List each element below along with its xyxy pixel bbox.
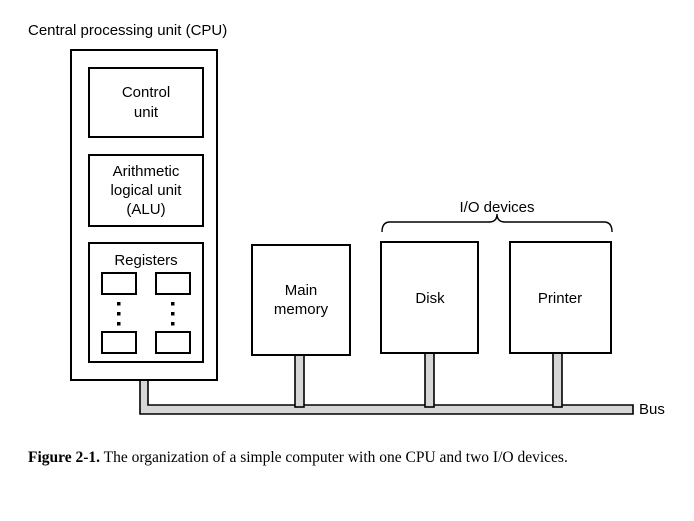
register-cell bbox=[101, 272, 137, 295]
disk-label: Disk bbox=[415, 290, 445, 307]
figure-caption-text: The organization of a simple computer wi… bbox=[100, 449, 568, 466]
register-ellipsis-left bbox=[117, 302, 121, 326]
disk-bus-connector bbox=[424, 352, 435, 408]
computer-organization-diagram: Control unit Arithmetic logical unit (AL… bbox=[28, 22, 665, 418]
registers-box: Registers bbox=[88, 242, 204, 363]
alu-label-line3: (ALU) bbox=[126, 201, 165, 218]
main-memory-label-line2: memory bbox=[274, 301, 329, 318]
printer-label: Printer bbox=[538, 290, 582, 307]
main-memory-bus-connector bbox=[294, 354, 305, 408]
control-unit-box: Control unit bbox=[88, 67, 204, 138]
register-cell bbox=[101, 331, 137, 354]
printer-bus-connector bbox=[552, 352, 563, 408]
disk-box: Disk bbox=[380, 241, 479, 354]
io-devices-brace bbox=[381, 213, 613, 233]
control-unit-label-line2: unit bbox=[134, 104, 159, 121]
figure-number: Figure 2-1. bbox=[28, 449, 101, 466]
bus-label: Bus bbox=[639, 401, 665, 418]
alu-label-line1: Arithmetic bbox=[113, 163, 180, 180]
registers-label: Registers bbox=[114, 252, 177, 269]
register-ellipsis-right bbox=[171, 302, 175, 326]
figure-caption: Figure 2-1. The organization of a simple… bbox=[28, 446, 668, 470]
control-unit-label-line1: Control bbox=[122, 84, 170, 101]
io-devices-title-label: I/O devices bbox=[459, 199, 534, 216]
alu-label-line2: logical unit bbox=[111, 182, 183, 199]
main-memory-box: Main memory bbox=[251, 244, 351, 356]
register-cell bbox=[155, 272, 191, 295]
cpu-title-label: Central processing unit (CPU) bbox=[28, 22, 227, 39]
register-cell bbox=[155, 331, 191, 354]
main-memory-label-line1: Main bbox=[285, 282, 318, 299]
printer-box: Printer bbox=[509, 241, 612, 354]
alu-box: Arithmetic logical unit (ALU) bbox=[88, 154, 204, 227]
